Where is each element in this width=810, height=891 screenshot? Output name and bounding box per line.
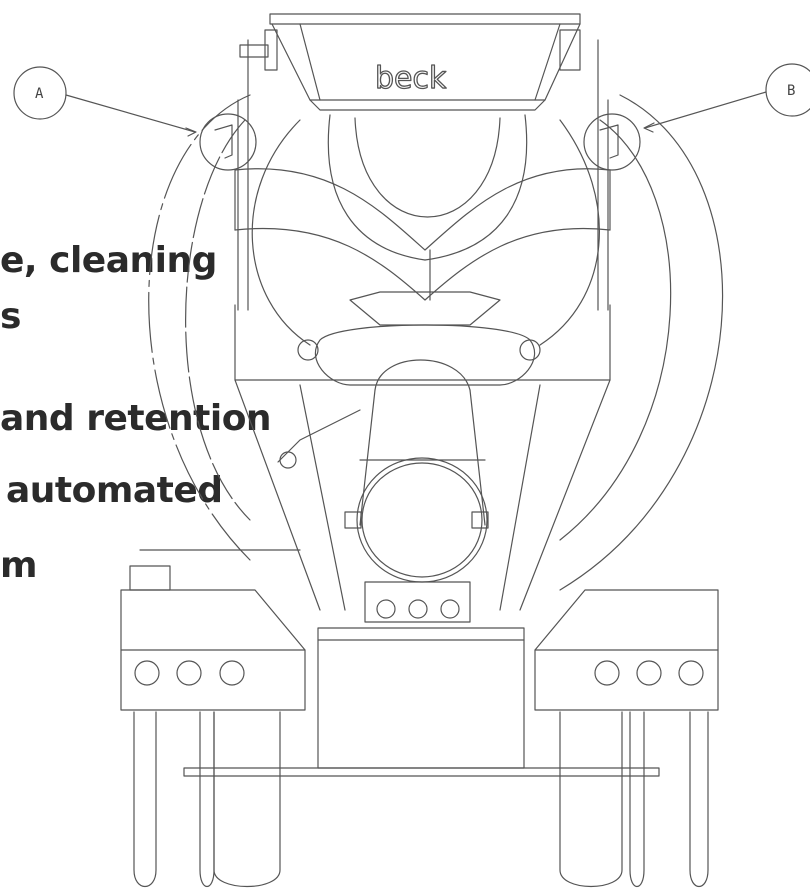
lower-frame xyxy=(234,304,611,769)
collecting-chute xyxy=(234,168,611,301)
brand-logo: beck xyxy=(375,61,447,96)
background-text-line-2: s xyxy=(0,296,21,337)
background-text-line-1: e, cleaning xyxy=(0,240,217,281)
background-text-line-5: m xyxy=(0,545,38,586)
discharge-chute-tube xyxy=(277,359,489,583)
callout-a-label: A xyxy=(35,86,44,102)
callout-b-label: B xyxy=(787,83,795,99)
right-light-bar xyxy=(534,589,719,711)
background-text-line-4: automated xyxy=(6,470,223,511)
background-text-line-3: and retention xyxy=(0,398,272,439)
rear-tires xyxy=(133,711,709,888)
hopper xyxy=(269,13,581,261)
callout-a: A xyxy=(13,66,257,171)
left-light-bar xyxy=(120,549,306,711)
side-frame xyxy=(237,29,609,311)
callout-b: B xyxy=(583,63,810,171)
axle-bar xyxy=(183,767,660,777)
drum-discharge xyxy=(297,291,541,386)
